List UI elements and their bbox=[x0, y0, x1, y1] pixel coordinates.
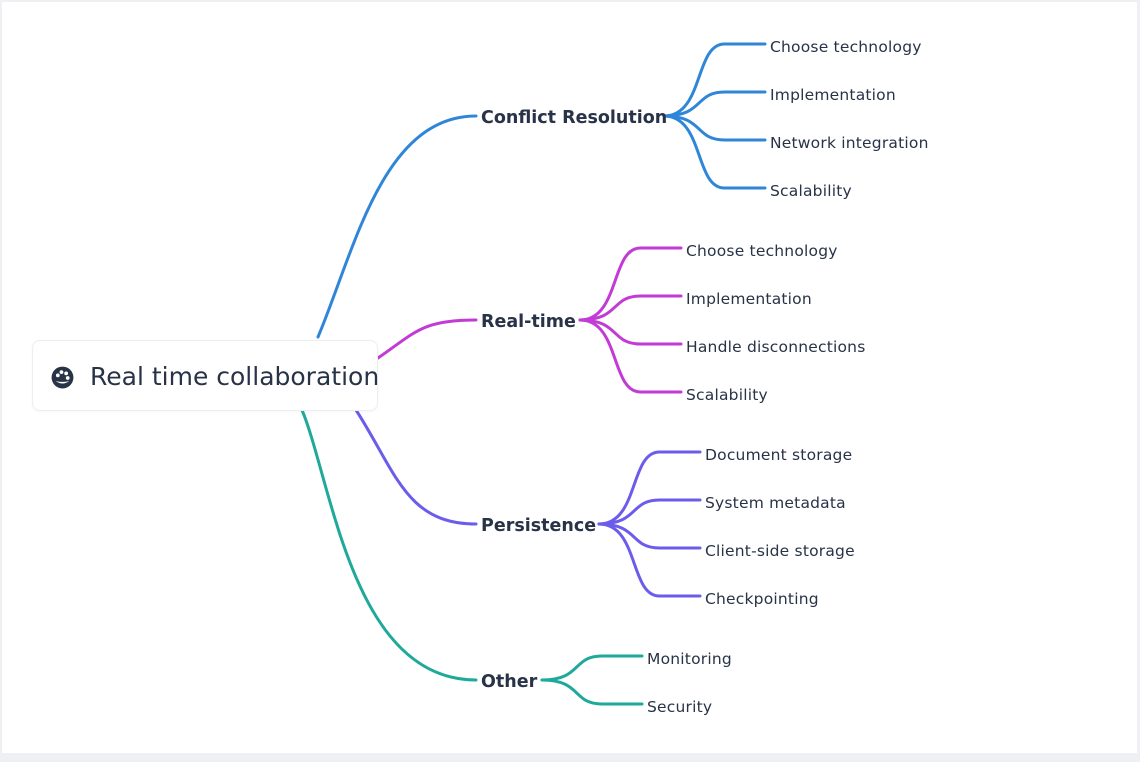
leaf-realtime-handle-disconnections[interactable]: Handle disconnections bbox=[686, 338, 866, 356]
leaf-persistence-system-metadata[interactable]: System metadata bbox=[705, 494, 846, 512]
branch-to-leaf-link bbox=[578, 318, 683, 346]
branch-other[interactable]: Other bbox=[481, 672, 538, 692]
branch-to-leaf-link bbox=[662, 42, 767, 118]
branch-conflict-resolution[interactable]: Conflict Resolution bbox=[481, 108, 668, 128]
leaf-realtime-scalability[interactable]: Scalability bbox=[686, 386, 768, 404]
branch-to-leaf-link bbox=[578, 246, 683, 322]
leaf-persistence-client-side-storage[interactable]: Client-side storage bbox=[705, 542, 855, 560]
root-to-branch-link bbox=[376, 318, 478, 360]
branch-persistence[interactable]: Persistence bbox=[481, 516, 597, 536]
leaf-persistence-document-storage[interactable]: Document storage bbox=[705, 446, 853, 464]
root-label: Real time collaboration bbox=[90, 362, 380, 391]
branch-to-leaf-link bbox=[597, 450, 702, 526]
root-to-branch-link bbox=[354, 408, 478, 526]
leaf-conflict-network-integration[interactable]: Network integration bbox=[770, 134, 929, 152]
leaf-realtime-choose-technology[interactable]: Choose technology bbox=[686, 242, 838, 260]
root-to-branch-link bbox=[300, 408, 478, 682]
branch-to-leaf-link bbox=[662, 90, 767, 118]
palette-icon bbox=[51, 366, 74, 389]
branch-to-leaf-link bbox=[662, 114, 767, 142]
branch-to-leaf-link bbox=[662, 114, 767, 190]
branch-to-leaf-link bbox=[597, 522, 702, 550]
branch-to-leaf-link bbox=[540, 678, 644, 706]
branch-to-leaf-link bbox=[540, 654, 644, 682]
branch-to-leaf-link bbox=[597, 522, 702, 598]
leaf-persistence-checkpointing[interactable]: Checkpointing bbox=[705, 590, 819, 608]
root-node[interactable] bbox=[32, 340, 378, 411]
root-to-branch-link bbox=[316, 114, 478, 339]
leaf-conflict-implementation[interactable]: Implementation bbox=[770, 86, 896, 104]
leaf-conflict-scalability[interactable]: Scalability bbox=[770, 182, 852, 200]
branch-real-time[interactable]: Real-time bbox=[481, 312, 576, 332]
branch-to-leaf-link bbox=[597, 498, 702, 526]
leaf-other-security[interactable]: Security bbox=[647, 698, 713, 716]
leaf-realtime-implementation[interactable]: Implementation bbox=[686, 290, 812, 308]
leaf-other-monitoring[interactable]: Monitoring bbox=[647, 650, 732, 668]
leaf-conflict-choose-technology[interactable]: Choose technology bbox=[770, 38, 922, 56]
branch-to-leaf-link bbox=[578, 318, 683, 394]
branch-to-leaf-link bbox=[578, 294, 683, 322]
